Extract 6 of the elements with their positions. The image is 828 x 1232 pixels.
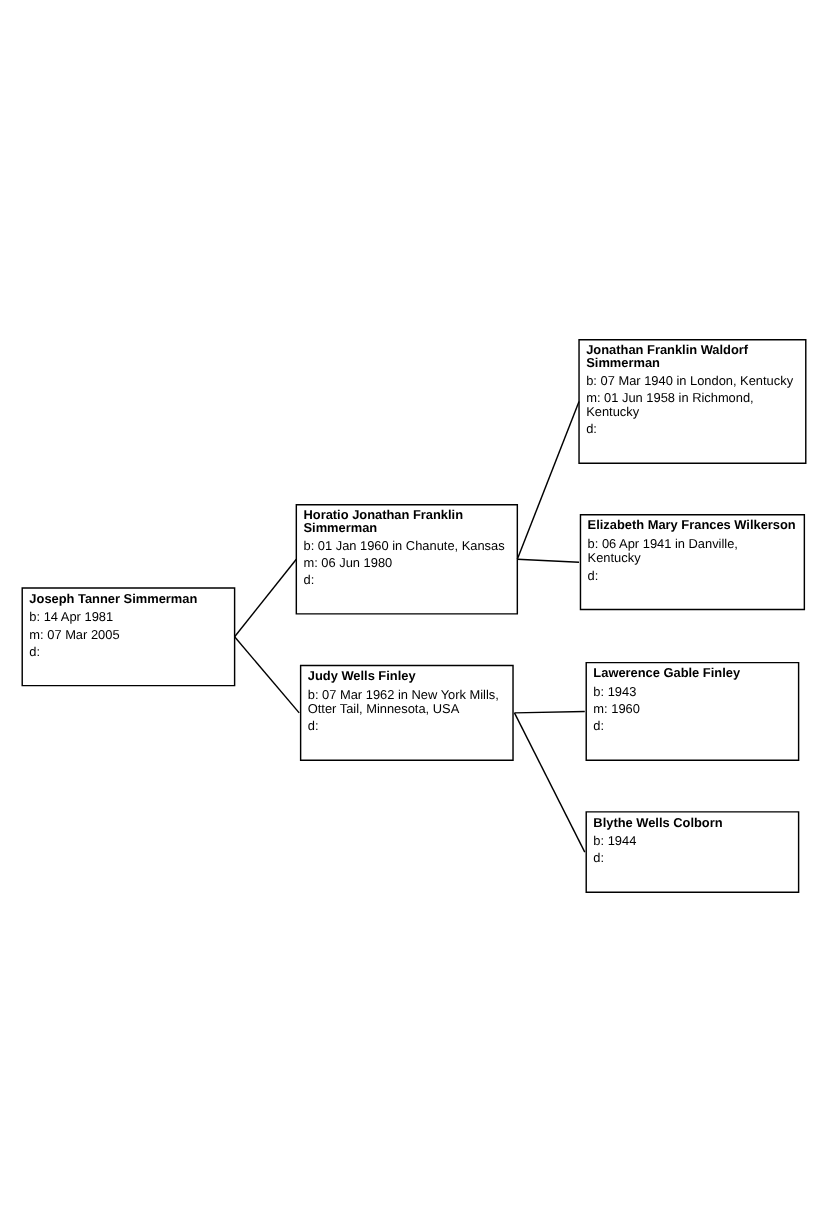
connector	[516, 558, 580, 563]
connector	[516, 400, 580, 561]
connector	[513, 710, 586, 714]
connector	[233, 558, 298, 638]
connector	[513, 712, 586, 853]
connector	[233, 636, 300, 714]
